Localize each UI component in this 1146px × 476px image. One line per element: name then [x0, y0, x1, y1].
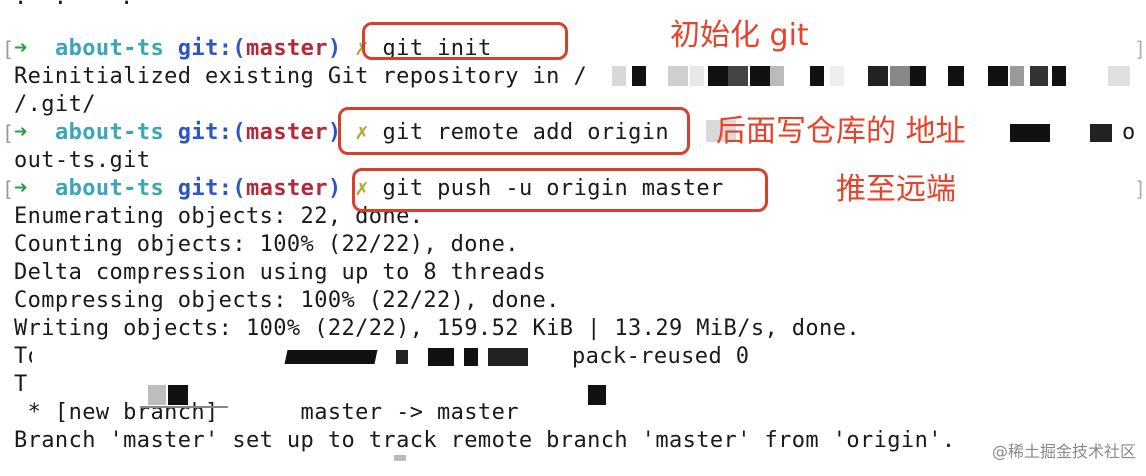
prompt-git-label: git:	[177, 36, 233, 61]
output-reinit-line: Reinitialized existing Git repository in…	[14, 64, 588, 89]
command-git-push: git push -u origin master	[382, 176, 724, 201]
prompt-arrow-icon: ➜	[14, 120, 28, 145]
prompt-arrow-icon: ➜	[14, 176, 28, 201]
highlight-git-init	[362, 22, 568, 60]
output-to-line: T	[14, 372, 28, 397]
output-writing: Writing objects: 100% (22/22), 159.52 Ki…	[14, 316, 860, 341]
annotation-push: 推至远端	[836, 172, 956, 207]
highlight-git-push	[352, 168, 768, 212]
prompt-line-init: ➜ about-ts git:(master) ✗ git init	[14, 36, 492, 61]
dirty-x-icon: ✗	[355, 120, 369, 145]
prompt-branch: master	[246, 120, 328, 145]
scroll-marker-right: ]	[1134, 177, 1146, 201]
prompt-directory: about-ts	[54, 120, 165, 145]
output-delta: Delta compression using up to 8 threads	[14, 260, 547, 285]
output-compressing: Compressing objects: 100% (22/22), done.	[14, 288, 560, 313]
prompt-line-remote: ➜ about-ts git:(master) ✗ git remote add…	[14, 120, 670, 145]
output-counting: Counting objects: 100% (22/22), done.	[14, 232, 519, 257]
scroll-marker-right: ]	[1134, 37, 1146, 61]
command-git-init: git init	[382, 36, 492, 61]
prompt-branch: master	[246, 176, 328, 201]
scroll-marker-left: [	[2, 121, 15, 145]
output-new-branch: * [new branch] master -> master	[14, 400, 519, 425]
output-branch-setup: Branch 'master' set up to track remote b…	[14, 428, 956, 453]
cropped-top-line: . . .	[14, 0, 133, 12]
command-git-remote: git remote add origin	[382, 120, 670, 145]
prompt-git-label: git:	[177, 120, 233, 145]
annotation-init: 初始化 git	[670, 18, 809, 53]
output-remote-url-end: out-ts.git	[14, 148, 151, 173]
watermark: @稀土掘金技术社区	[991, 442, 1136, 461]
scroll-marker-left: [	[2, 37, 15, 61]
prompt-directory: about-ts	[54, 36, 165, 61]
output-enumerating: Enumerating objects: 22, done.	[14, 204, 424, 229]
highlight-git-remote	[338, 107, 690, 155]
prompt-directory: about-ts	[54, 176, 165, 201]
scroll-marker-left: [	[2, 177, 15, 201]
output-gitdir-line: /.git/	[14, 92, 96, 117]
dirty-x-icon: ✗	[355, 176, 369, 201]
annotation-remote: 后面写仓库的 地址	[716, 114, 966, 149]
remote-url-tail: o	[1122, 120, 1136, 145]
prompt-git-label: git:	[177, 176, 233, 201]
prompt-arrow-icon: ➜	[14, 36, 28, 61]
prompt-line-push: ➜ about-ts git:(master) ✗ git push -u or…	[14, 176, 724, 201]
prompt-branch: master	[246, 36, 328, 61]
output-total-end: pack-reused 0	[572, 344, 750, 369]
